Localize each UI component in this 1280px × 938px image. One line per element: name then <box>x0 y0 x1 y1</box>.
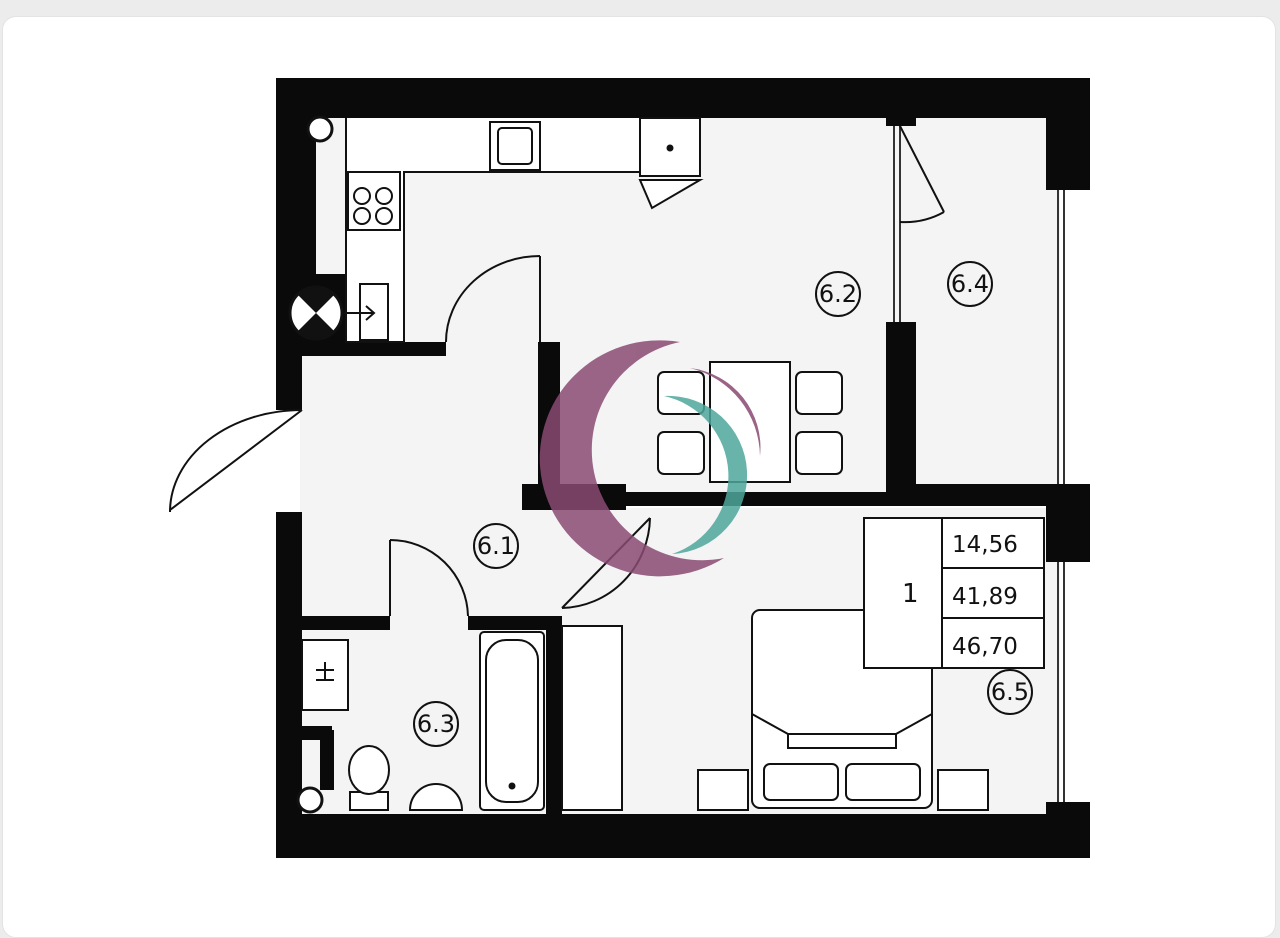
svg-text:6.5: 6.5 <box>991 678 1029 706</box>
doors <box>169 125 945 617</box>
total-area-value: 41,89 <box>952 584 1018 610</box>
floor-plan: 1 14,56 41,89 46,70 6.1 6.2 6.3 6.4 6.5 <box>169 78 1090 858</box>
room-label-bathroom: 6.3 <box>413 701 459 747</box>
room-label-kitchen: 6.2 <box>815 271 861 317</box>
gross-area-value: 46,70 <box>952 634 1018 660</box>
dining-set <box>657 361 843 483</box>
svg-text:6.2: 6.2 <box>819 280 857 308</box>
room-label-bedroom: 6.5 <box>987 669 1033 715</box>
watermark-logo-icon <box>539 340 761 577</box>
unit-number: 1 <box>902 579 919 609</box>
svg-text:6.3: 6.3 <box>417 710 455 738</box>
room-labels: 6.1 6.2 6.3 6.4 6.5 <box>413 261 1033 747</box>
bathroom-fixtures <box>301 625 623 811</box>
walls <box>276 78 1090 858</box>
window-lines <box>893 126 1065 802</box>
living-area-value: 14,56 <box>952 532 1018 558</box>
room-label-balcony: 6.4 <box>947 261 993 307</box>
kitchen-counter <box>345 117 701 343</box>
svg-text:6.1: 6.1 <box>477 532 515 560</box>
area-summary-table <box>863 517 1045 669</box>
riser-icons <box>296 115 334 814</box>
room-label-hall: 6.1 <box>473 523 519 569</box>
fan-icon <box>288 285 376 341</box>
svg-text:6.4: 6.4 <box>951 270 989 298</box>
